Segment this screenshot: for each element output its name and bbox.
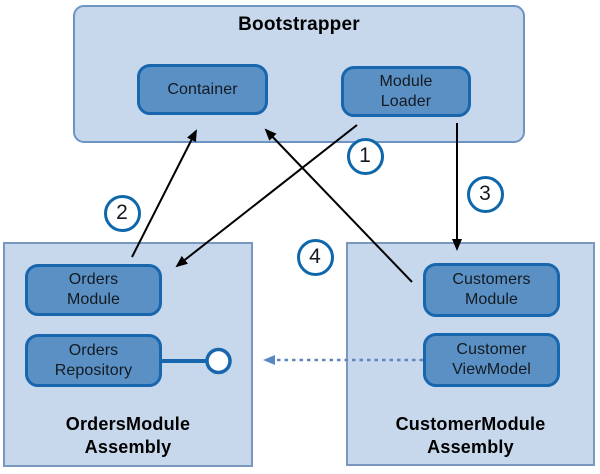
customers-module-box: Customers Module xyxy=(423,263,560,317)
arrow-customers-module-to-container xyxy=(264,128,413,283)
bootstrapper-title: Bootstrapper xyxy=(238,14,360,35)
interface-lollipop-icon xyxy=(162,347,232,375)
customer-viewmodel-box: Customer ViewModel xyxy=(423,333,560,387)
step-circle-4: 4 xyxy=(296,238,334,276)
step-circle-2: 2 xyxy=(103,194,141,232)
orders-repository-box: Orders Repository xyxy=(25,334,162,387)
step-circle-3: 3 xyxy=(466,175,504,213)
step-circle-1: 1 xyxy=(346,137,384,175)
arrow-orders-module-to-container xyxy=(131,129,197,258)
module-loader-box: Module Loader xyxy=(341,66,471,117)
arrow-module-loader-to-orders-module xyxy=(175,124,358,268)
container-box: Container xyxy=(137,64,268,115)
customer-assembly-label: CustomerModule Assembly xyxy=(395,414,546,457)
orders-assembly-label: OrdersModule Assembly xyxy=(65,414,191,457)
orders-module-box: Orders Module xyxy=(25,264,162,316)
